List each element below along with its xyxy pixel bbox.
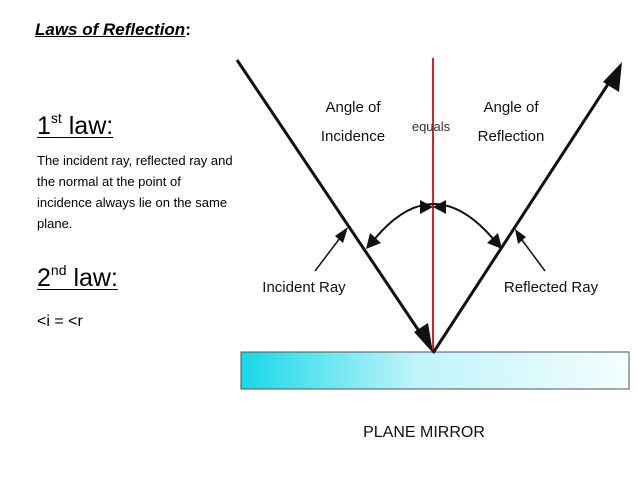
angle-arc (372, 203, 496, 242)
angle-arc-arrow-right (487, 233, 502, 249)
law1-heading: 1st law: (37, 110, 113, 141)
angle-arc-arrow-left (366, 233, 381, 249)
plane-mirror (240, 351, 630, 390)
law1-label: law: (68, 112, 114, 140)
law1-ordinal-suffix: st (50, 110, 62, 126)
slide-title: Laws of Reflection: (35, 20, 191, 40)
law1-ordinal: 1 (37, 112, 51, 140)
law2-ordinal: 2 (37, 264, 51, 292)
reflected-ray (431, 77, 614, 354)
law1-description: The incident ray, reflected ray and the … (37, 153, 233, 231)
angle-reflection-label-line2: Reflection (478, 128, 545, 145)
equals-arrowhead-left (420, 200, 433, 214)
incident-ray-arrowhead (414, 323, 433, 353)
law2-description: <i = <r (37, 313, 83, 330)
title-text: Laws of Reflection (35, 20, 186, 39)
equals-arrowhead-right (433, 200, 446, 214)
reflected-ray-pointer (521, 239, 546, 272)
angle-reflection-label-line1: Angle of (483, 99, 539, 116)
law2-heading: 2nd law: (37, 262, 118, 293)
plane-mirror-label: PLANE MIRROR (363, 424, 485, 441)
incident-ray-label: Incident Ray (262, 279, 346, 296)
equals-label: equals (412, 119, 451, 134)
law2-ordinal-suffix: nd (50, 262, 67, 278)
reflected-ray-pointer-arrow (515, 229, 526, 244)
reflected-ray-label: Reflected Ray (504, 279, 599, 296)
angle-incidence-label-line2: Incidence (321, 128, 385, 145)
incident-ray (235, 59, 429, 344)
reflected-ray-arrowhead (603, 62, 622, 92)
incident-ray-pointer (314, 237, 341, 272)
incident-ray-pointer-arrow (335, 227, 348, 243)
angle-incidence-label-line1: Angle of (325, 99, 381, 116)
law2-label: law: (73, 264, 118, 292)
title-colon: : (185, 20, 191, 39)
